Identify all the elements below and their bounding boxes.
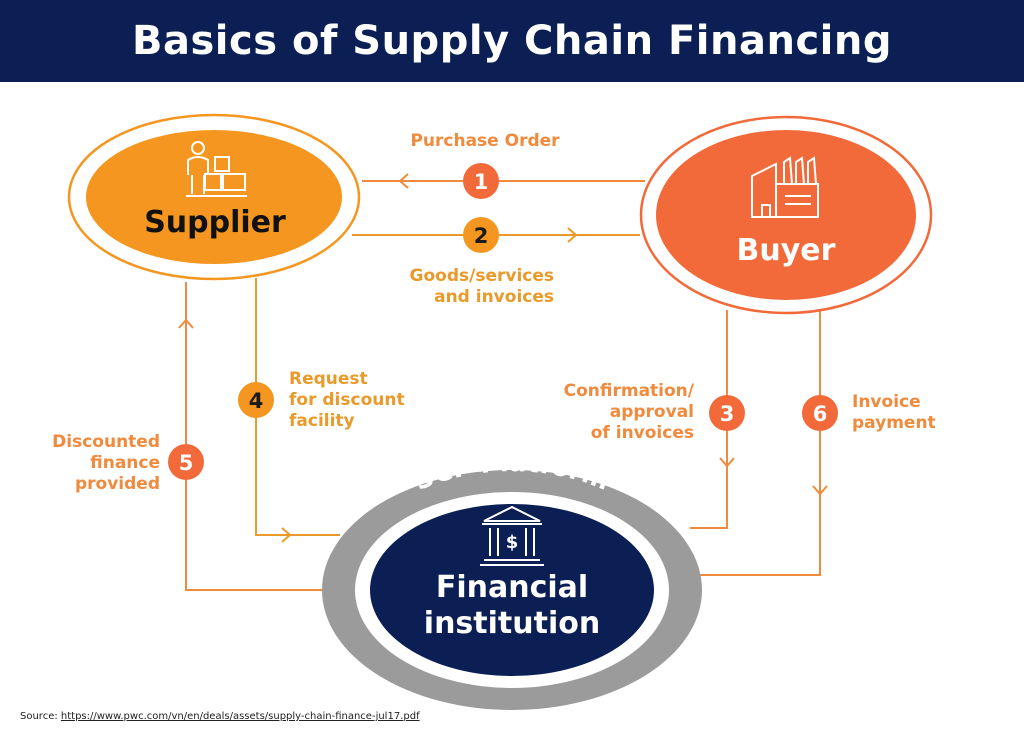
step-label-3: Confirmation/ approval of invoices: [530, 381, 694, 444]
arrowhead-confirmation: [719, 457, 735, 468]
step-5-line2: finance: [90, 453, 160, 473]
worker-with-boxes-icon: [186, 141, 247, 197]
step-2-line2: and invoices: [434, 287, 554, 307]
step-number-4: 4: [249, 389, 264, 413]
step-2-line1: Goods/services: [409, 266, 554, 286]
step-number-5: 5: [179, 451, 194, 475]
step-badge-1: 1: [463, 163, 499, 199]
step-badge-6: 6: [802, 395, 838, 431]
step-label-1: Purchase Order: [390, 131, 580, 152]
arrowhead-purchase-order: [398, 173, 409, 189]
step-badge-5: 5: [168, 444, 204, 480]
step-badge-2: 2: [463, 217, 499, 253]
step-number-2: 2: [474, 224, 489, 248]
arrowhead-request: [281, 527, 292, 543]
step-badge-4: 4: [238, 382, 274, 418]
connector-invoice-payment: [700, 310, 821, 576]
step-4-line1: Request: [289, 369, 368, 389]
connector-discounted-finance: [185, 282, 330, 591]
step-4-line3: facility: [289, 411, 355, 431]
step-3-line2: approval: [609, 402, 694, 422]
step-6-line1: Invoice: [852, 392, 921, 412]
buyer-node: [656, 130, 916, 300]
dollar-sign-icon: $: [506, 532, 519, 553]
arrowhead-invoice-payment: [812, 485, 828, 496]
financial-label-line1: Financial: [435, 570, 589, 605]
factory-icon: [751, 156, 819, 218]
arrowhead-goods: [567, 227, 578, 243]
buyer-label: Buyer: [736, 233, 836, 268]
page-title: Basics of Supply Chain Financing: [132, 18, 892, 64]
header-bar: Basics of Supply Chain Financing: [0, 0, 1024, 82]
step-6-line2: payment: [852, 413, 936, 433]
step-number-3: 3: [720, 402, 735, 426]
connector-confirmation: [690, 310, 728, 529]
step-4-line2: for discount: [289, 390, 405, 410]
step-label-4: Request for discount facility: [289, 369, 439, 432]
step-label-5: Discounted finance provided: [30, 432, 160, 495]
bank-icon: [480, 505, 544, 566]
connector-request: [255, 278, 340, 536]
step-3-line1: Confirmation/: [563, 381, 694, 401]
step-1-line1: Purchase Order: [410, 131, 560, 151]
step-number-6: 6: [813, 402, 828, 426]
step-label-6: Invoice payment: [852, 392, 972, 434]
step-5-line3: provided: [74, 474, 160, 494]
arrowhead-discounted-finance: [178, 318, 194, 329]
financial-label-line2: institution: [423, 606, 601, 641]
step-badge-3: 3: [709, 395, 745, 431]
step-3-line3: of invoices: [590, 423, 694, 443]
step-number-1: 1: [474, 170, 489, 194]
financial-node: [370, 504, 654, 676]
source-prefix: Source:: [20, 711, 61, 722]
supplier-label: Supplier: [144, 205, 286, 240]
step-5-line1: Discounted: [52, 432, 160, 452]
financial-institution-label: Financial institution: [402, 570, 622, 642]
step-label-2: Goods/services and invoices: [380, 266, 554, 308]
source-note: Source: https://www.pwc.com/vn/en/deals/…: [20, 711, 420, 722]
source-link[interactable]: https://www.pwc.com/vn/en/deals/assets/s…: [60, 711, 420, 722]
